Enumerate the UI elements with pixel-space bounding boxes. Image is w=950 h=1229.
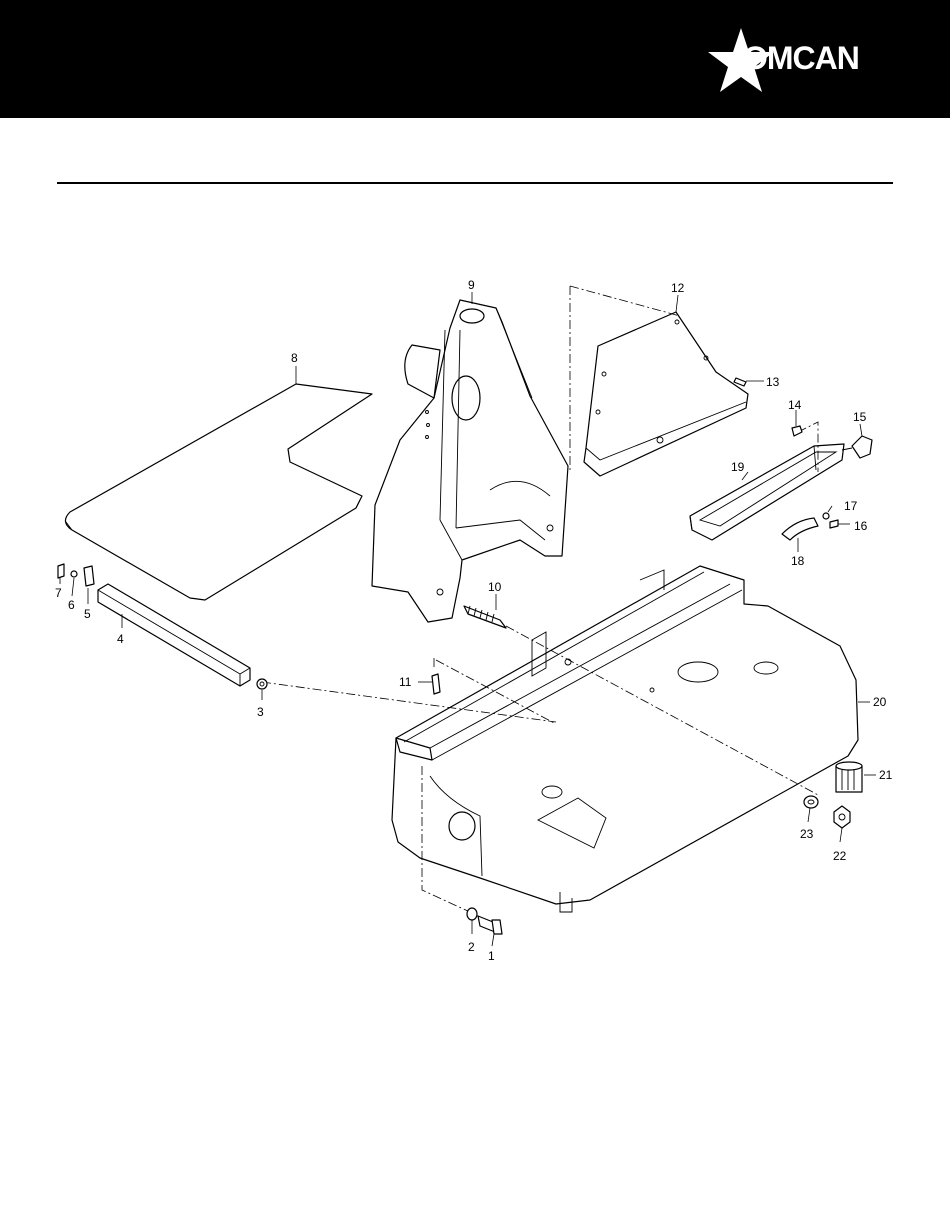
part-label-19: 19 <box>731 460 745 474</box>
part-label-5: 5 <box>84 607 91 621</box>
part-label-10: 10 <box>488 580 502 594</box>
foot-21 <box>836 762 862 792</box>
part-label-16: 16 <box>854 519 868 533</box>
clamp-5 <box>84 566 94 586</box>
washer-3 <box>257 679 267 689</box>
washer-23 <box>804 796 818 808</box>
blade-guard <box>584 312 748 476</box>
part-label-11: 11 <box>399 675 412 689</box>
part-label-12: 12 <box>671 281 685 295</box>
part-label-1: 1 <box>488 949 495 963</box>
part-label-7: 7 <box>55 586 62 600</box>
part-label-22: 22 <box>833 849 847 863</box>
screw-14 <box>792 426 802 436</box>
frame-casting <box>372 300 568 622</box>
part-label-14: 14 <box>788 398 802 412</box>
screw-7 <box>58 564 64 578</box>
part-label-2: 2 <box>468 940 475 954</box>
part-label-23: 23 <box>800 827 814 841</box>
part-label-17: 17 <box>844 499 858 513</box>
nut-22 <box>834 806 850 828</box>
bracket-18 <box>782 518 818 540</box>
screw-13 <box>734 378 746 386</box>
part-label-15: 15 <box>853 410 867 424</box>
washer-6 <box>71 571 77 577</box>
part-label-20: 20 <box>873 695 887 709</box>
knob-15 <box>842 436 872 458</box>
part-label-8: 8 <box>291 351 298 365</box>
part-label-13: 13 <box>766 375 780 389</box>
table-plate <box>65 384 372 600</box>
bolt-1 <box>478 916 502 934</box>
washer-2 <box>467 908 477 920</box>
pin-11 <box>432 674 440 694</box>
part-label-21: 21 <box>879 768 893 782</box>
screw-16 <box>830 520 838 528</box>
tray <box>690 444 844 540</box>
part-label-6: 6 <box>68 598 75 612</box>
part-label-18: 18 <box>791 554 805 568</box>
washer-17 <box>823 513 829 519</box>
spring-10 <box>464 606 506 628</box>
base-casting <box>392 566 858 912</box>
part-label-3: 3 <box>257 705 264 719</box>
part-label-9: 9 <box>468 278 475 292</box>
part-label-4: 4 <box>117 632 124 646</box>
